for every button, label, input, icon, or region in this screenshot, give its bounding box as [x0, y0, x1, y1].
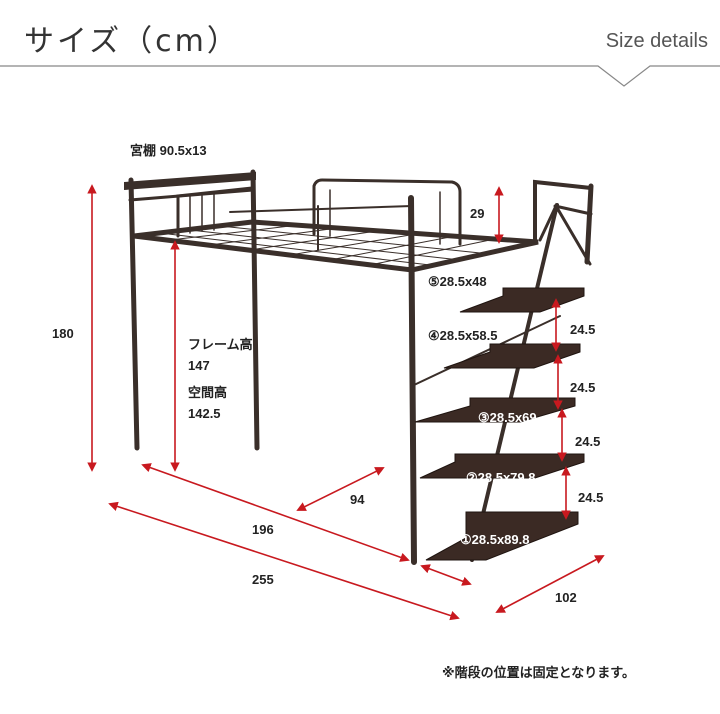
stair-treads — [414, 287, 585, 561]
tread-2 — [419, 453, 585, 479]
tread-4 — [443, 343, 581, 369]
tread-1 — [425, 511, 579, 561]
page-title: サイズ（cm） — [24, 24, 240, 59]
page-subtitle: Size details — [605, 30, 708, 52]
step-label-4: ④28.5x58.5 — [428, 328, 498, 343]
guard-height-label: 29 — [470, 206, 485, 221]
total-height-label: 180 — [52, 326, 74, 341]
header-rule — [0, 65, 720, 87]
inner-length-label: 196 — [252, 522, 274, 537]
frame-height-value: 147 — [188, 358, 210, 373]
tread-3 — [414, 397, 576, 423]
shelf-size-label: 宮棚 90.5x13 — [130, 143, 207, 158]
dim-inner-length — [141, 463, 410, 562]
dimension-lines — [87, 184, 605, 621]
bed-frame — [124, 169, 594, 565]
step-gap-label-4: 24.5 — [578, 490, 604, 505]
step-label-3: ③28.5x69 — [478, 410, 537, 425]
total-length-label: 255 — [252, 572, 274, 587]
dim-inner-width — [296, 467, 385, 511]
tread-5 — [459, 287, 585, 313]
space-height-title: 空間高 — [188, 385, 228, 400]
step-gap-label-3: 24.5 — [575, 434, 601, 449]
inner-width-label: 94 — [350, 492, 365, 507]
dim-tread-depth — [420, 564, 472, 586]
step-label-2: ②28.5x79.8 — [466, 470, 536, 485]
frame-height-title: フレーム高 — [188, 337, 253, 352]
total-width-label: 102 — [555, 590, 577, 605]
step-label-5: ⑤28.5x48 — [428, 274, 487, 289]
footer-note: ※階段の位置は固定となります。 — [442, 666, 635, 681]
dim-total-width — [495, 555, 605, 613]
space-height-value: 142.5 — [188, 406, 221, 421]
step-gap-label-2: 24.5 — [570, 380, 596, 395]
dim-total-length — [108, 501, 460, 621]
step-gap-label-1: 24.5 — [570, 322, 596, 337]
step-label-1: ①28.5x89.8 — [460, 532, 530, 547]
